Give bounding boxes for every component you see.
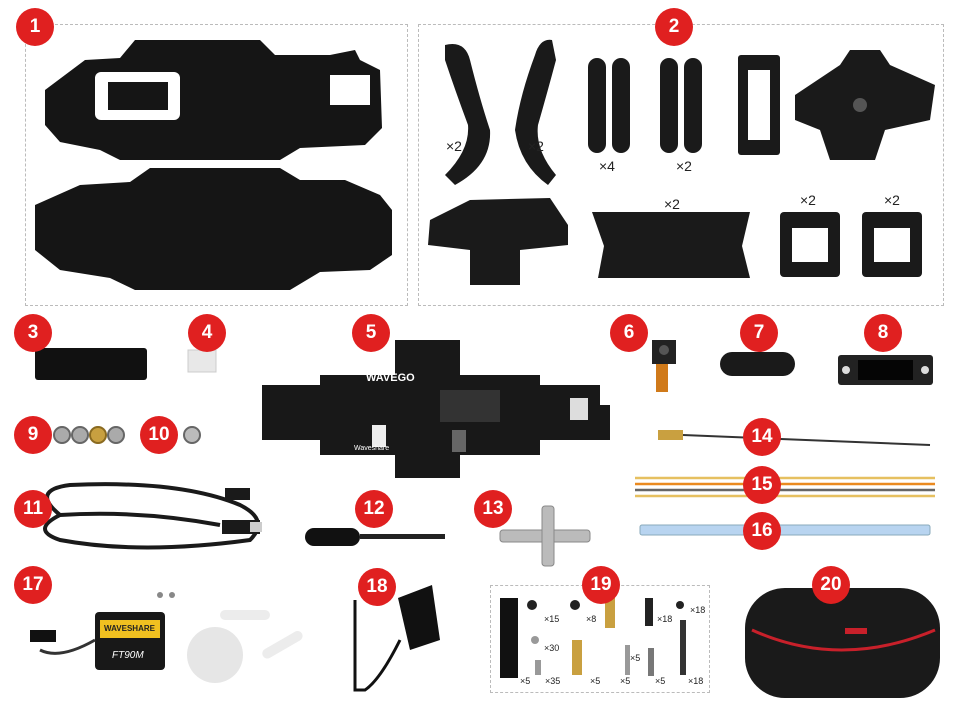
- screw-qty: ×5: [590, 676, 601, 686]
- usb-cable: [43, 482, 262, 550]
- qty-servo-frame-b: ×2: [884, 192, 900, 208]
- badge-11: 11: [14, 490, 52, 528]
- adhesive-pad: [187, 349, 217, 373]
- driver-board: [262, 340, 610, 478]
- badge-16: 16: [743, 512, 781, 550]
- badge-19: 19: [582, 566, 620, 604]
- screw-qty: ×5: [655, 676, 666, 686]
- qty-link-a: ×4: [599, 158, 615, 174]
- panel-group-1: [25, 24, 408, 306]
- screw-qty: ×18: [657, 614, 673, 624]
- cross-wrench: [499, 505, 591, 567]
- qty-body-brace: ×2: [664, 196, 680, 212]
- screw-kit: [500, 598, 686, 678]
- bearings: [53, 426, 125, 444]
- foam-pad: [35, 348, 147, 380]
- badge-9: 9: [14, 416, 52, 454]
- camera-module: [652, 340, 676, 392]
- screw-qty: ×5: [620, 676, 631, 686]
- badge-1: 1: [16, 8, 54, 46]
- body-brace: [592, 212, 750, 278]
- board-maker-label: Waveshare: [354, 445, 390, 452]
- qty-servo-frame-a: ×2: [800, 192, 816, 208]
- badge-20: 20: [812, 566, 850, 604]
- nut: [183, 426, 201, 444]
- screw-qty: ×15: [544, 614, 560, 624]
- acrylic-plate-top: [45, 40, 382, 160]
- badge-18: 18: [358, 568, 396, 606]
- badge-10: 10: [140, 416, 178, 454]
- badge-15: 15: [743, 466, 781, 504]
- qty-leg-left: ×2: [446, 138, 462, 154]
- badge-4: 4: [188, 314, 226, 352]
- servo-motor: [30, 592, 303, 683]
- link-part-a: [588, 58, 630, 153]
- badge-3: 3: [14, 314, 52, 352]
- head-mount: [795, 50, 935, 160]
- link-part-b: [660, 58, 702, 153]
- badge-6: 6: [610, 314, 648, 352]
- antenna: [720, 352, 795, 376]
- servo-frame-b: [862, 212, 922, 277]
- servo-model-label: FT90M: [112, 650, 144, 661]
- acrylic-plate-bottom: [35, 168, 392, 290]
- servo-frame-a: [780, 212, 840, 277]
- screw-qty: ×30: [544, 643, 560, 653]
- bracket-frame: [738, 55, 780, 155]
- badge-8: 8: [864, 314, 902, 352]
- badge-2: 2: [655, 8, 693, 46]
- battery-holder: [428, 198, 568, 285]
- badge-12: 12: [355, 490, 393, 528]
- screw-qty: ×18: [690, 605, 706, 615]
- screw-qty: ×35: [545, 676, 561, 686]
- badge-13: 13: [474, 490, 512, 528]
- badge-7: 7: [740, 314, 778, 352]
- leg-part-right: [515, 39, 556, 185]
- screw-qty: ×5: [630, 653, 641, 663]
- board-brand-label: WAVEGO: [366, 372, 415, 384]
- servo-brand-label: WAVESHARE: [104, 624, 155, 633]
- jumper-wires: [635, 476, 935, 498]
- screw-qty: ×18: [688, 676, 704, 686]
- screw-qty: ×5: [520, 676, 531, 686]
- badge-14: 14: [743, 418, 781, 456]
- qty-leg-right: ×2: [528, 138, 544, 154]
- ribbon-cable: [639, 524, 931, 536]
- screwdriver: [305, 528, 445, 546]
- qty-link-b: ×2: [676, 158, 692, 174]
- leg-part-left: [445, 44, 491, 185]
- screw-qty: ×8: [586, 614, 597, 624]
- badge-17: 17: [14, 566, 52, 604]
- oled-display: [838, 355, 933, 385]
- power-adapter: [353, 585, 440, 692]
- carry-bag: [745, 588, 940, 698]
- antenna-cable: [658, 430, 931, 446]
- badge-5: 5: [352, 314, 390, 352]
